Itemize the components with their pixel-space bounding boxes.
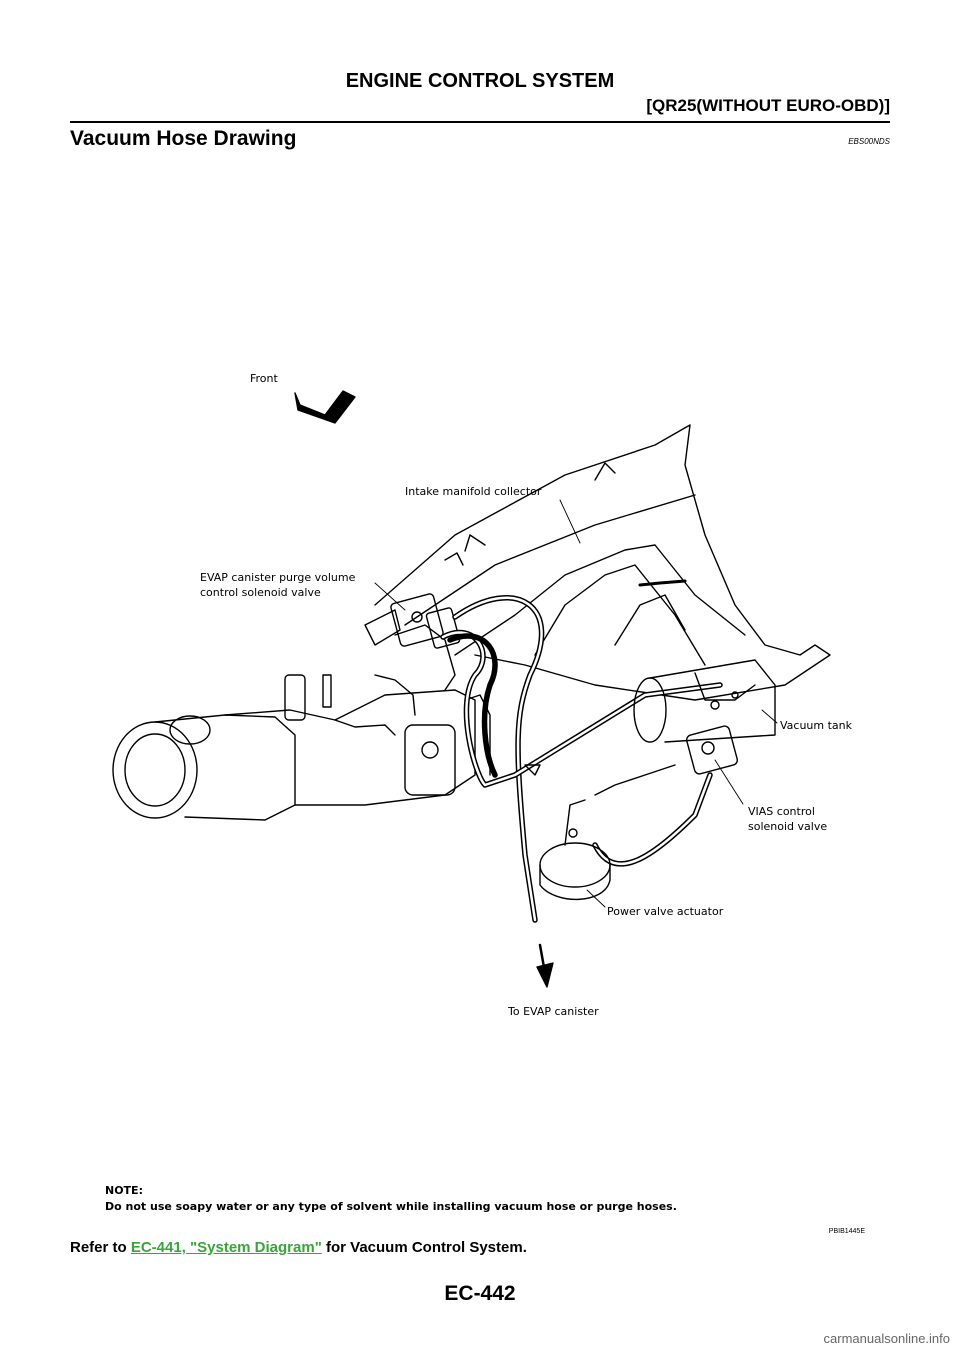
watermark: carmanualsonline.info [823,1331,950,1346]
vacuum-hoses [440,595,723,923]
system-diagram-link[interactable]: EC-441, "System Diagram" [130,1239,322,1256]
label-evap-line1: EVAP canister purge volume [200,571,356,584]
header-subtitle: [QR25(WITHOUT EURO-OBD)] [646,96,890,115]
evap-purge-solenoid-valve [364,593,461,649]
label-intake-manifold: Intake manifold collector [405,485,542,498]
reference-line: Refer to EC-441, "System Diagram" for Va… [70,1239,527,1256]
front-arrow-icon [294,390,356,424]
label-vacuum-tank: Vacuum tank [780,719,853,732]
power-valve-actuator [524,764,611,901]
note-text: Do not use soapy water or any type of so… [105,1200,677,1213]
header-title: ENGINE CONTROL SYSTEM [345,70,615,92]
note-title: NOTE: [105,1184,143,1197]
label-to-evap-canister: To EVAP canister [507,1005,599,1018]
label-vias-line1: VIAS control [748,805,815,818]
page-number: EC-442 [444,1282,516,1305]
to-evap-arrow [536,943,554,988]
label-power-valve-actuator: Power valve actuator [607,905,724,918]
figure-code: PBIB1445E [828,1228,865,1235]
section-title: Vacuum Hose Drawing [70,127,297,150]
vacuum-hose-figure: Front Intake manifold collector EVAP can… [105,372,853,1213]
header-rule [70,121,890,123]
label-vias-line2: solenoid valve [748,820,827,833]
section-code: EBS00NDS [848,137,890,146]
throttle-body [112,624,491,821]
intake-manifold-collector [374,424,831,701]
label-front: Front [250,372,279,385]
vias-control-solenoid-valve [594,725,739,796]
vacuum-tank [633,659,776,743]
label-evap-line2: control solenoid valve [200,586,321,599]
reference-suffix: for Vacuum Control System. [321,1239,527,1256]
reference-prefix: Refer to [70,1239,131,1256]
